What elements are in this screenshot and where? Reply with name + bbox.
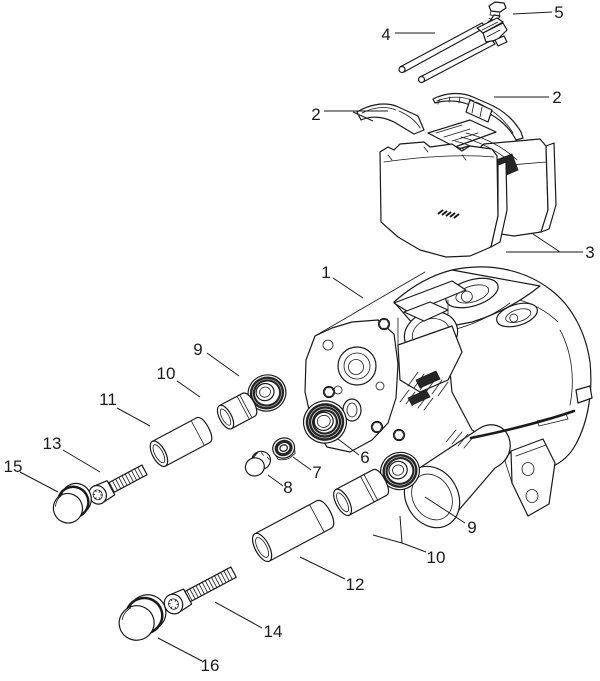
- part-label-6: 6: [360, 448, 369, 467]
- guide-pin-bush: [149, 416, 213, 468]
- guide-bolt-icons: [322, 317, 406, 442]
- cap-bottom: [118, 594, 167, 641]
- part-label-2a: 2: [311, 105, 320, 124]
- part-label-12: 12: [346, 575, 365, 594]
- part-label-10b: 10: [427, 548, 446, 567]
- leader-line: [206, 352, 240, 377]
- part-label-10a: 10: [157, 364, 176, 383]
- leader-line: [506, 233, 583, 253]
- pad-stamp: [437, 209, 460, 219]
- pad-spring-clip-right: [432, 92, 524, 141]
- plug-bush: [244, 450, 272, 477]
- leader-line: [424, 496, 466, 524]
- leader-line: [157, 637, 203, 662]
- part-label-11: 11: [99, 390, 117, 409]
- guide-sleeve-right: [333, 468, 390, 517]
- long-guide-bush: [251, 499, 335, 563]
- part-label-9b: 9: [467, 518, 476, 537]
- leader-line: [332, 277, 364, 299]
- part-label-13: 13: [43, 434, 62, 453]
- leader-line: [372, 515, 427, 553]
- part-label-15: 15: [4, 457, 23, 476]
- part-label-1: 1: [321, 263, 330, 282]
- leader-line: [337, 438, 360, 456]
- inner-bush: [272, 437, 296, 461]
- part-label-14: 14: [264, 622, 283, 641]
- part-label-3: 3: [585, 243, 594, 262]
- leader-line: [62, 449, 101, 473]
- guide-pin-boot-right: [380, 451, 420, 491]
- leader-line: [324, 110, 388, 122]
- cap-left: [52, 482, 92, 524]
- part-label-8: 8: [283, 478, 292, 497]
- leader-line: [299, 556, 346, 580]
- brake-pads: [356, 103, 557, 258]
- part-label-16: 16: [201, 656, 220, 675]
- leader-line: [292, 456, 312, 471]
- guide-cap-screw: [88, 464, 148, 505]
- leader-line: [19, 471, 59, 493]
- part-label-7: 7: [312, 463, 321, 482]
- long-cap-screw: [163, 566, 237, 615]
- leader-line: [512, 11, 553, 15]
- leader-line: [214, 601, 263, 629]
- part-label-5: 5: [554, 3, 563, 22]
- part-label-2b: 2: [552, 88, 561, 107]
- callout-labels: 1 2 2 3 4 5 6 7 8 9 9 10 10 11 12 13 14 …: [4, 3, 595, 675]
- guide-sleeve-left: [216, 392, 258, 430]
- part-label-4: 4: [381, 25, 390, 44]
- leader-line: [116, 407, 151, 427]
- leader-line: [267, 474, 284, 487]
- part-label-9a: 9: [193, 340, 202, 359]
- leader-line: [176, 380, 201, 398]
- pad-retainer-bar: [398, 17, 508, 84]
- leader-lines: [19, 11, 583, 662]
- caliper-body: [304, 266, 593, 529]
- piston-boot-seal: [302, 400, 348, 444]
